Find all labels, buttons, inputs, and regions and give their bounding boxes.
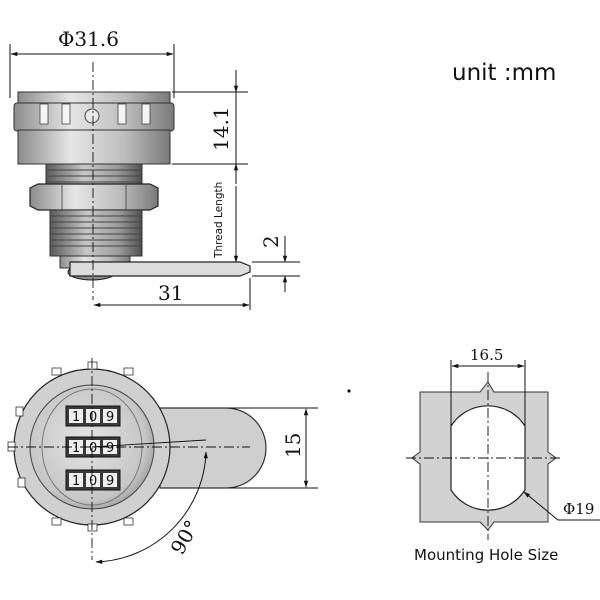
diameter-dimension: Φ31.6 [9,27,175,98]
digit: 0 [89,441,97,456]
cam-thickness-dimension: 2 [252,235,300,292]
hole-diameter-value: Φ19 [563,500,594,518]
diameter-value: Φ31.6 [58,27,119,51]
rotation-value: 90° [166,516,205,559]
mounting-hole-view: 16.5 Φ19 Mounting Hole Size [406,346,600,564]
thread-length-label: Thread Length [213,182,225,259]
digit: 1 [72,474,80,489]
side-view: Φ31.6 [9,27,300,310]
dial-window-row-3[interactable]: 1 0 9 [65,469,121,491]
thread-body [29,163,159,281]
cam-thickness-value: 2 [259,235,283,248]
digit: 9 [106,474,114,489]
cam-bar [69,261,251,277]
front-view: 1 0 9 1 0 9 1 0 9 [7,358,318,564]
digit: 1 [72,410,80,425]
digit: 0 [89,410,97,425]
digit: 9 [106,441,114,456]
cam-outline [159,407,267,489]
mounting-hole-caption: Mounting Hole Size [414,546,558,564]
lock-head [13,91,175,165]
cam-width-dimension: 15 [228,407,318,489]
height-dimension: 14.1 [172,70,248,184]
unit-label: unit :mm [452,60,556,86]
hole-diameter-callout: Φ19 [523,491,600,521]
hole-width-value: 16.5 [470,346,503,364]
hole-width-dimension: 16.5 [450,346,526,426]
cam-width-value: 15 [281,433,305,458]
height-value: 14.1 [209,106,233,151]
stray-dot [347,389,351,393]
cam-length-value: 31 [158,281,183,305]
digit: 9 [106,410,114,425]
cam-length-dimension: 31 [93,278,251,310]
dial-window-row-1[interactable]: 1 0 9 [65,405,121,427]
thread-length-dimension: Thread Length [213,182,239,263]
digit: 0 [89,474,97,489]
digit: 1 [72,441,80,456]
